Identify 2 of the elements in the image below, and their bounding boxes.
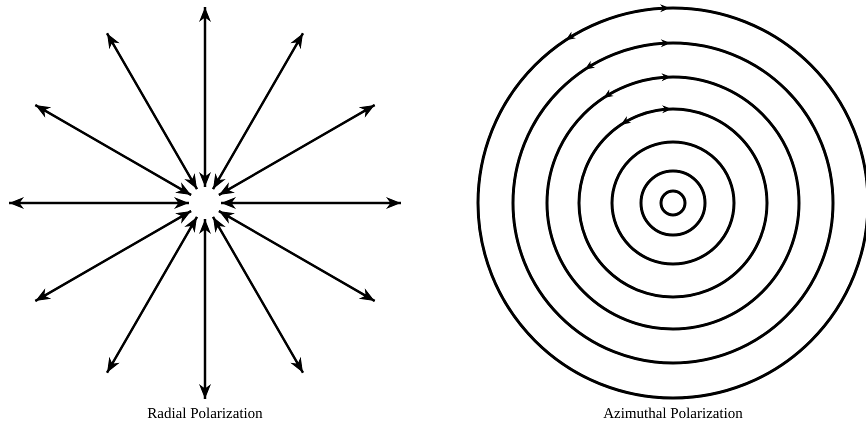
panel-caption: Azimuthal Polarization <box>602 406 744 423</box>
panel-caption: Radial Polarization <box>146 406 264 423</box>
